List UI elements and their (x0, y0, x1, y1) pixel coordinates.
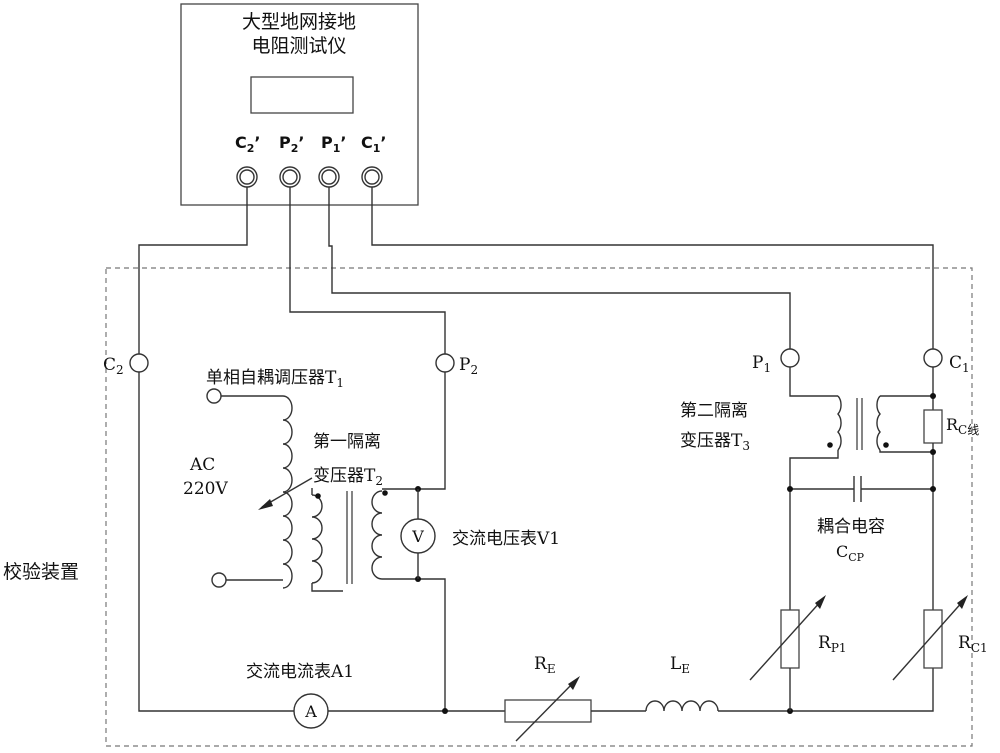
junction-dot (930, 449, 936, 455)
tester-title-line2: 电阻测试仪 (251, 35, 346, 57)
tester-terminal-label-c1: C1’ (361, 133, 386, 155)
source-label-220v: 220V (183, 479, 228, 499)
wire-t2-bottom (382, 578, 446, 711)
coupling-capacitor-label-symbol: CCP (836, 542, 865, 564)
wire-t3-left (789, 450, 839, 610)
resistor-rc1-label: RC1 (958, 633, 988, 655)
isolation-transformer-1-label-line2: 变压器T2 (313, 466, 383, 488)
calibration-device-label: 校验装置 (3, 561, 79, 583)
voltmeter-label: 交流电压表V1 (452, 529, 560, 549)
terminal-p1-label: P1 (752, 353, 771, 375)
source-terminal-bottom (211, 572, 227, 588)
resistor-c-line-label: RC线 (946, 415, 979, 437)
voltmeter (400, 518, 436, 554)
tester-terminal-c2 (236, 166, 258, 188)
tester-terminal-label-p1: P1’ (321, 133, 346, 155)
terminal-c1 (923, 348, 943, 368)
terminal-c2-label: C2 (103, 355, 124, 377)
resistor-rp1-label: RP1 (818, 633, 847, 655)
isolation-transformer-1-label-line1: 第一隔离 (313, 432, 381, 452)
tester-display-screen (250, 76, 354, 114)
resistor-c-line (923, 409, 943, 444)
tester-terminal-p2 (279, 166, 301, 188)
resistor-re (504, 699, 592, 723)
tester-terminal-p1 (318, 166, 340, 188)
autotransformer-adjust-arrow (258, 477, 313, 510)
resistor-rp1-adjust-arrow (749, 595, 826, 681)
terminal-c2 (129, 353, 149, 373)
terminal-p2-label: P2 (459, 355, 478, 377)
terminal-p1 (780, 348, 800, 368)
isolation-transformer-1 (311, 488, 388, 592)
resistor-re-label: RE (534, 654, 556, 676)
junction-dot (787, 486, 793, 492)
voltmeter-symbol: V (411, 527, 424, 546)
isolation-transformer-2-label-line1: 第二隔离 (680, 401, 748, 421)
ammeter-label: 交流电流表A1 (246, 662, 354, 682)
resistor-re-adjust-arrow (515, 676, 580, 742)
wire-t2-top (382, 372, 446, 490)
autotransformer-label: 单相自耦调压器T1 (206, 368, 344, 390)
resistor-rc1 (923, 609, 943, 669)
instrument-leads (138, 187, 934, 354)
ammeter-symbol: A (304, 702, 317, 721)
tester-terminal-label-p2: P2’ (279, 133, 304, 155)
tester-terminal-label-c2: C2’ (235, 133, 260, 155)
tester-terminal-c1 (361, 166, 383, 188)
inductor-le-label: LE (670, 654, 690, 676)
wire-c2-return (138, 372, 299, 712)
junction-dot (930, 393, 936, 399)
junction-dot (930, 486, 936, 492)
tester-title-line1: 大型地网接地 (242, 11, 356, 33)
wire-t3-bottom-right (879, 450, 933, 453)
inductor-le (645, 700, 719, 712)
terminal-c1-label: C1 (949, 353, 970, 375)
resistor-rc1-adjust-arrow (892, 595, 968, 681)
coupling-capacitor-label-line1: 耦合电容 (817, 517, 885, 537)
wire-bottom-right (718, 668, 934, 712)
terminal-p2 (435, 353, 455, 373)
calibration-device-frame (105, 267, 973, 747)
resistor-rp1 (780, 609, 800, 669)
source-terminal-top (206, 388, 222, 404)
isolation-transformer-2-label-line2: 变压器T3 (680, 431, 750, 453)
autotransformer-coil (282, 395, 293, 589)
junction-dot (442, 708, 448, 714)
wire-p1-t3 (789, 367, 838, 397)
source-label-ac: AC (189, 455, 215, 475)
isolation-transformer-2 (827, 395, 889, 451)
coupling-capacitor (790, 476, 933, 502)
